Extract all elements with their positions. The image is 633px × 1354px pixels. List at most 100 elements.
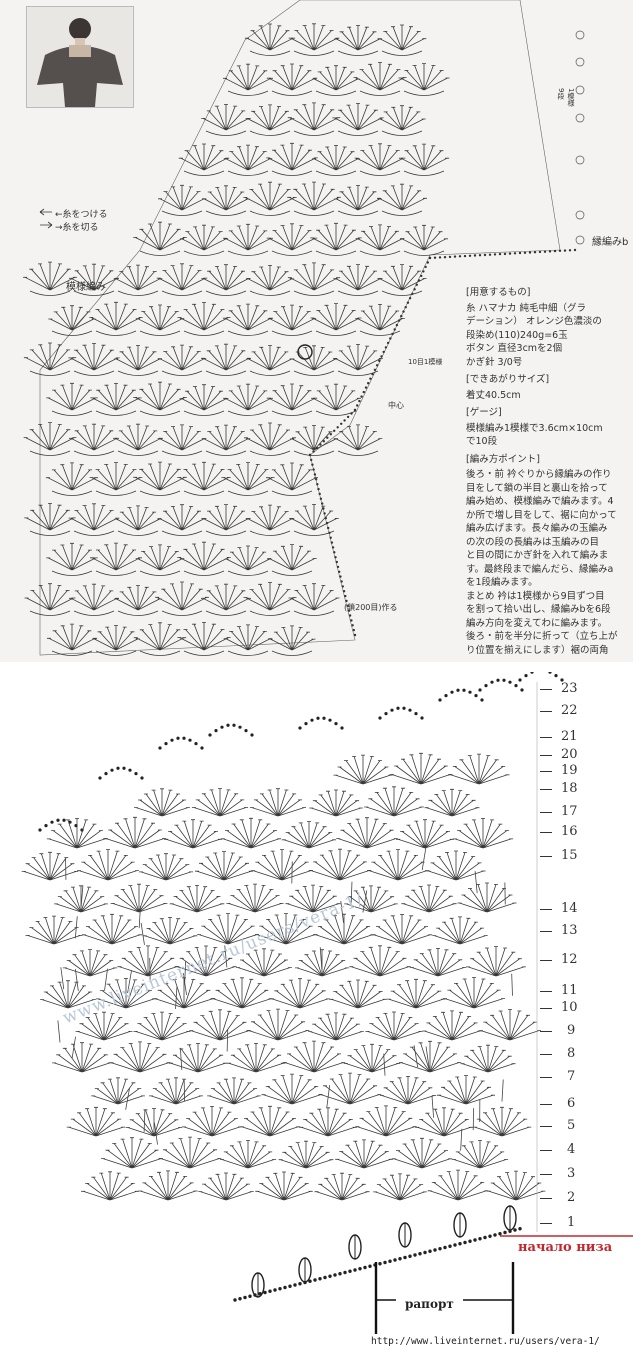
foundation-dot — [363, 1265, 367, 1270]
stitch-fan — [54, 885, 108, 913]
stitch-fan — [169, 885, 225, 913]
stitch-fan — [45, 462, 99, 491]
chain-arc — [73, 530, 115, 536]
start-label: начало низа — [518, 1240, 613, 1255]
edge-dot — [404, 306, 407, 309]
edge-dot — [426, 261, 429, 264]
stitch-fan — [175, 945, 237, 977]
foundation-dot — [488, 1234, 492, 1238]
stitch-fan — [437, 1075, 495, 1105]
stitch-fan — [149, 1077, 203, 1105]
chain-arc — [271, 410, 313, 416]
foundation-dot — [333, 1273, 337, 1277]
center-marker — [297, 344, 313, 360]
picot-dot — [182, 736, 186, 740]
chain-arc — [227, 330, 269, 336]
edge-dot — [312, 450, 315, 453]
row-tick — [540, 1150, 552, 1151]
chain-arc — [381, 210, 423, 216]
row-number: 20 — [561, 747, 578, 762]
stitch-fan — [75, 1011, 133, 1041]
stitch-fan — [266, 223, 318, 251]
foundation-dot — [313, 1278, 317, 1282]
chain-arc — [161, 290, 203, 296]
stitch-fan — [133, 221, 187, 251]
row-number: 22 — [561, 703, 578, 718]
chain-arc — [117, 610, 159, 616]
foundation-dot — [378, 1262, 382, 1266]
chain-arc — [95, 410, 137, 416]
chain-arc — [227, 570, 269, 576]
foundation-dot — [358, 1267, 362, 1271]
foundation-dot — [238, 1297, 242, 1301]
edge-dot — [397, 319, 401, 322]
edge-dot — [326, 436, 329, 439]
one-pattern-rows-label: 1模様 9段 — [557, 88, 575, 107]
foundation-dot — [268, 1289, 272, 1293]
edge-dot — [336, 426, 339, 429]
chain-arc — [227, 250, 269, 256]
stitch-fan — [311, 383, 361, 411]
picot-dot — [554, 674, 558, 678]
picot-dot — [208, 733, 212, 737]
edge-dot — [340, 422, 343, 425]
legend-cut-arrow — [40, 221, 53, 229]
stitch-fan — [153, 977, 215, 1009]
chain-arc — [51, 330, 93, 336]
points-line: 目をして鎖の半目と裏山を拾って — [466, 482, 608, 494]
row-tick — [540, 1174, 552, 1175]
edge-dot — [568, 249, 572, 252]
picot-dot — [438, 698, 442, 702]
post-stitch — [125, 1087, 130, 1110]
picot-dot — [480, 698, 484, 702]
stitch-fan — [222, 303, 274, 331]
edge-dot — [395, 323, 399, 327]
stitch-fan — [246, 1008, 310, 1041]
post-stitch — [511, 973, 513, 996]
stitch-fan — [354, 143, 406, 171]
foundation-dot — [403, 1255, 407, 1260]
stitch-fan — [155, 581, 209, 611]
edge-dot — [413, 288, 416, 291]
edge-dot — [528, 251, 532, 254]
chart-outline — [39, 0, 561, 656]
stitch-fan — [89, 462, 143, 491]
stitch-fan — [221, 462, 275, 491]
edge-dot — [333, 551, 336, 554]
stitch-fan — [189, 1009, 251, 1041]
picot-dot — [244, 729, 248, 733]
row-tick — [540, 832, 552, 833]
row-tick — [540, 856, 552, 857]
picot-dot — [170, 738, 174, 742]
gauge-line: で10段 — [466, 436, 498, 447]
post-stitch — [57, 1020, 61, 1043]
stitch-fan — [244, 23, 296, 51]
post-stitch — [362, 890, 368, 913]
row-number: 12 — [561, 952, 578, 967]
chain-arc — [359, 90, 401, 96]
picot-dot — [128, 768, 132, 772]
stitch-fan — [266, 462, 318, 491]
stitch-fan — [270, 978, 330, 1009]
row-tick — [540, 931, 552, 932]
post-stitch — [60, 967, 65, 990]
stitch-fan — [181, 1106, 243, 1137]
chain-arc — [183, 170, 225, 176]
picot-dot — [200, 746, 204, 750]
stitch-fan — [313, 913, 375, 945]
edge-dot — [335, 560, 338, 564]
stitch-fan — [103, 816, 167, 849]
edge-dot — [422, 270, 425, 273]
stitch-fan — [255, 913, 317, 945]
stitch-fan — [432, 916, 488, 945]
picot-dot — [450, 690, 454, 694]
stitch-fan — [25, 915, 83, 945]
stitch-fan — [133, 1011, 191, 1041]
stitch-fan — [377, 183, 427, 211]
edge-dot — [443, 256, 447, 259]
edge-dot — [352, 628, 355, 632]
edge-dot — [380, 355, 383, 358]
stitch-fan — [371, 914, 433, 945]
stitch-fan — [389, 752, 453, 785]
picot-dot — [134, 772, 138, 776]
